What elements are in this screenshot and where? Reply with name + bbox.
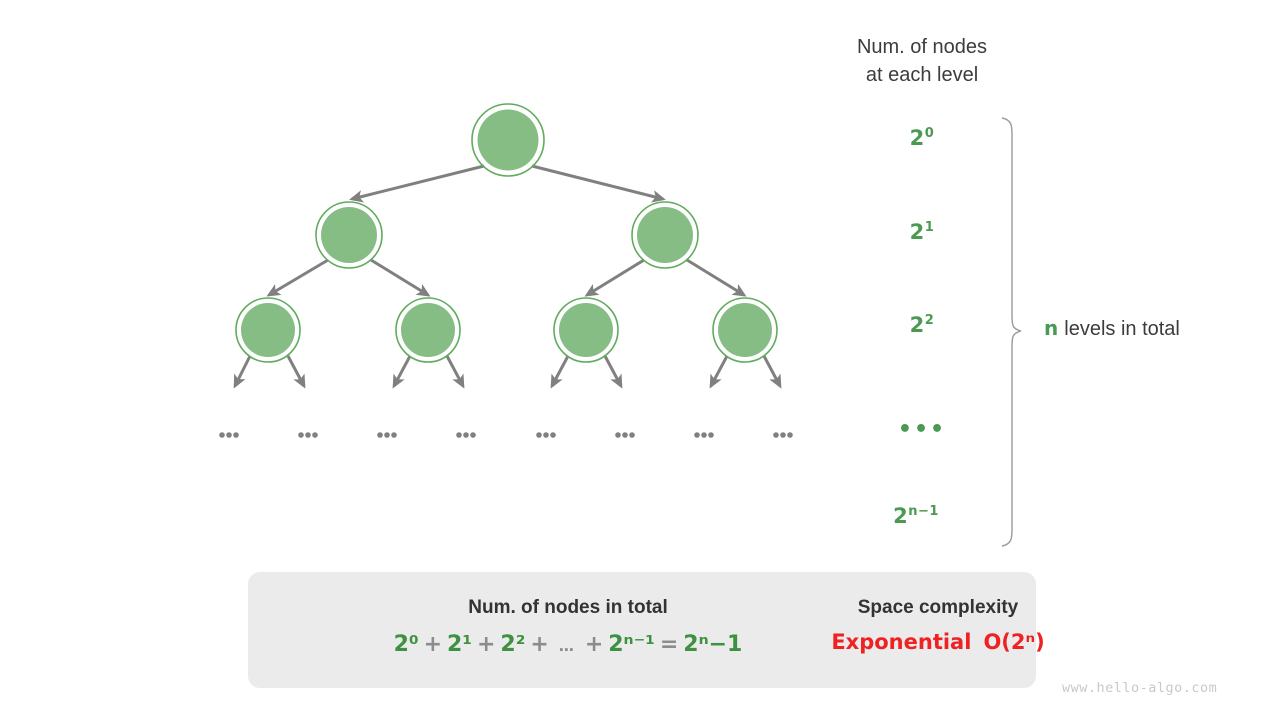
summary-left-title: Num. of nodes in total: [468, 597, 668, 618]
tree-dots-2: [298, 432, 318, 438]
formula-term-0: 2⁰: [393, 632, 419, 657]
level-label-n-base: 2: [893, 504, 909, 528]
edge-lr-down-a: [392, 355, 412, 389]
edge-lr-down-b: [445, 355, 465, 389]
tree-dots-6: [615, 432, 635, 438]
edge-right-to-rr: [686, 258, 747, 297]
tree-edges: [233, 164, 782, 389]
levels-column-header: Num. of nodes at each level: [856, 36, 988, 86]
formula-result: 2ⁿ−1: [683, 632, 743, 657]
tree-ellipsis-row: [219, 432, 793, 438]
tree-node-level2-d[interactable]: [712, 297, 778, 363]
total-levels-text: levels in total: [1064, 318, 1180, 340]
complexity-word: Exponential: [831, 630, 972, 654]
edge-ll-down-b: [286, 355, 306, 389]
formula-term-1: 2¹: [447, 632, 472, 657]
edge-root-right: [531, 164, 666, 203]
level-label-1-base: 2: [909, 220, 925, 244]
tree-node-level2-a[interactable]: [235, 297, 301, 363]
summary-total-formula: 2⁰+2¹+2²+…+2ⁿ⁻¹=2ⁿ−1: [393, 632, 743, 657]
tree-node-level2-c[interactable]: [553, 297, 619, 363]
edge-rr-down-b: [762, 355, 782, 389]
tree-node-level1-right[interactable]: [631, 201, 699, 269]
level-label-0-base: 2: [909, 126, 925, 150]
level-label-n-minus-1: 2n−1: [856, 504, 976, 528]
tree-dots-4: [456, 432, 476, 438]
summary-right-title: Space complexity: [857, 597, 1019, 618]
edge-rl-down-b: [603, 355, 623, 389]
edge-left-to-lr: [370, 258, 431, 297]
tree-node-level1-left[interactable]: [315, 201, 383, 269]
total-levels-variable: n: [1044, 316, 1059, 340]
level-label-ellipsis: •••: [862, 417, 982, 442]
level-label-0: 20: [862, 126, 982, 150]
level-label-2-exp: 2: [924, 313, 935, 328]
edge-left-to-ll: [266, 258, 329, 297]
tree-dots-7: [694, 432, 714, 438]
level-label-ellipsis-base: •••: [897, 417, 947, 442]
tree-dots-8: [773, 432, 793, 438]
formula-term-2: 2²: [500, 632, 526, 657]
tree-node-level2-b[interactable]: [395, 297, 461, 363]
summary-box: Num. of nodes in total 2⁰+2¹+2²+…+2ⁿ⁻¹=2…: [248, 572, 1045, 688]
summary-complexity: Exponential O(2ⁿ): [778, 630, 1098, 654]
level-label-1-exp: 1: [924, 220, 935, 235]
edge-ll-down-a: [233, 355, 252, 389]
formula-term-ellipsis: …: [558, 637, 575, 655]
edge-root-left: [349, 164, 485, 203]
level-label-2: 22: [862, 313, 982, 337]
tree-node-root[interactable]: [471, 103, 545, 177]
tree-dots-3: [377, 432, 397, 438]
edge-right-to-rl: [584, 258, 645, 297]
watermark: www.hello-algo.com: [1062, 680, 1218, 696]
edge-rr-down-a: [709, 355, 729, 389]
level-label-2-base: 2: [909, 313, 925, 337]
tree-nodes: [235, 103, 778, 363]
formula-term-4: 2ⁿ⁻¹: [608, 632, 655, 657]
level-label-0-exp: 0: [924, 126, 935, 141]
tree-dots-5: [536, 432, 556, 438]
edge-rl-down-a: [550, 355, 570, 389]
level-label-1: 21: [862, 220, 982, 244]
tree-dots-1: [219, 432, 239, 438]
level-label-n-exp: n−1: [908, 504, 939, 519]
complexity-notation: O(2ⁿ): [983, 630, 1045, 654]
levels-brace: [1001, 117, 1022, 547]
